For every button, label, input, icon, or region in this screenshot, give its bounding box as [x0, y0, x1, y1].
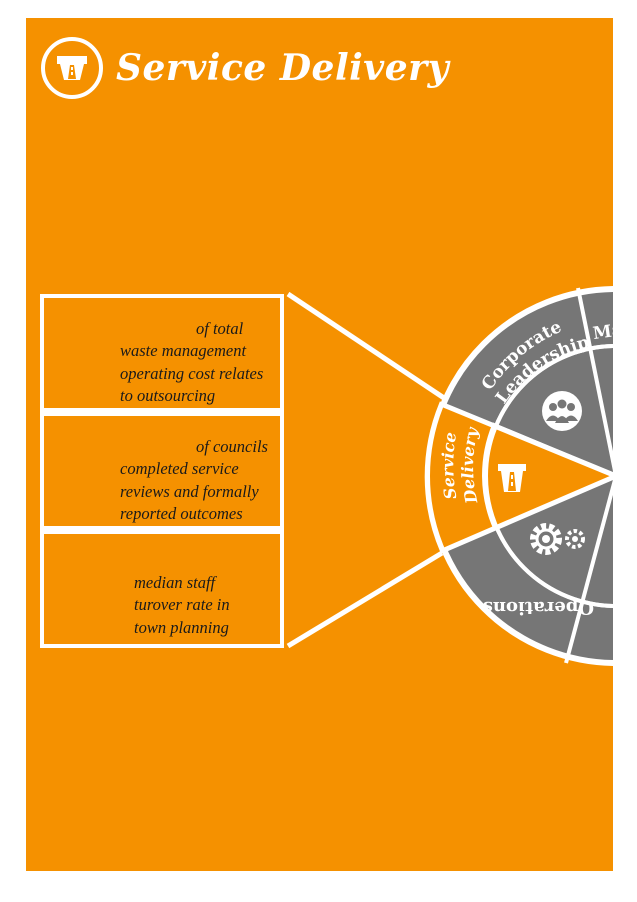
funnel-line-bottom: [286, 550, 444, 649]
stat-lead: of councils: [196, 437, 268, 456]
header: Service Delivery: [40, 36, 449, 100]
gears-icon: [530, 523, 585, 555]
stat-box-reviews: of councils completed service reviews an…: [40, 412, 284, 530]
stat-box-waste: of total waste management operating cost…: [40, 294, 284, 412]
stat-line: reviews and formally: [120, 481, 259, 501]
stat-line: completed service: [120, 459, 239, 479]
stat-box-turnover: median staff turover rate in town planni…: [40, 530, 284, 648]
stat-line: to outsourcing: [120, 385, 216, 405]
stat-line: waste management: [120, 341, 247, 361]
stat-lead: of total: [196, 319, 244, 338]
stat-line: operating cost relates: [120, 363, 264, 383]
people-group-icon: [542, 391, 582, 431]
wheel-label-operations: Operations: [483, 597, 594, 618]
road-sign-icon: [41, 37, 103, 99]
stat-line: reported outcomes: [120, 503, 243, 523]
road-sign-icon: [498, 464, 526, 492]
wheel-label-ma: Ma: [592, 320, 613, 344]
stat-line: median staff: [134, 573, 216, 592]
page-panel: Service Delivery: [26, 18, 613, 871]
page-title: Service Delivery: [116, 47, 450, 89]
funnel-line-top: [286, 291, 446, 401]
stat-line: town planning: [134, 617, 229, 637]
stat-line: turover rate in: [134, 595, 230, 615]
service-wheel-diagram: Corporate Leadership Service Delivery Op…: [286, 286, 613, 666]
wheel-label-service: Service: [438, 431, 460, 501]
